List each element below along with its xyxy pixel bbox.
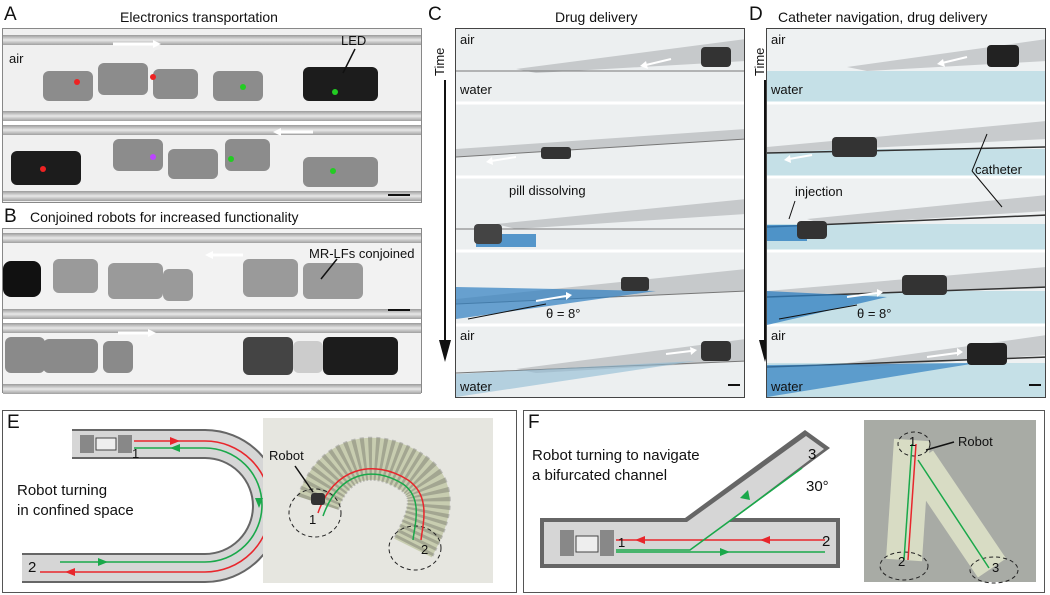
waypoint-1-label: 1 bbox=[132, 446, 140, 461]
bifurcation-photo bbox=[879, 431, 1019, 584]
waypoint-2-label: 2 bbox=[822, 533, 831, 550]
air-label: air bbox=[771, 328, 786, 343]
time-arrow bbox=[439, 80, 451, 362]
panel-f-photo: 1 Robot 2 3 bbox=[864, 420, 1036, 584]
panel-d-frames bbox=[767, 39, 1045, 397]
panel-e-frame bbox=[2, 410, 517, 593]
air-label: air bbox=[460, 32, 475, 47]
air-label: air bbox=[460, 328, 475, 343]
panel-a-photo: air LED bbox=[2, 28, 422, 203]
caption-line-2: a bifurcated channel bbox=[532, 467, 668, 484]
air-label: air bbox=[9, 51, 24, 66]
panel-a-robots bbox=[11, 40, 410, 196]
panel-letter: F bbox=[528, 412, 540, 433]
panel-letter: E bbox=[7, 412, 20, 433]
panel-title: Conjoined robots for increased functiona… bbox=[30, 209, 299, 225]
panel-b-robots bbox=[3, 251, 410, 375]
robot-label: Robot bbox=[269, 448, 304, 463]
water-label: water bbox=[771, 82, 803, 97]
photo-point-2: 2 bbox=[898, 554, 906, 569]
panel-d-photo: air water catheter injection θ = 8° air … bbox=[766, 28, 1046, 398]
panel-letter: C bbox=[428, 4, 442, 25]
panel-letter: A bbox=[4, 4, 17, 25]
conjoined-label: MR-LFs conjoined bbox=[309, 246, 415, 261]
panel-c-photo: air water pill dissolving θ = 8° air wat… bbox=[455, 28, 745, 398]
waypoint-2-label: 2 bbox=[28, 559, 37, 576]
caption-line-1: Robot turning bbox=[17, 482, 108, 499]
angle-label: θ = 8° bbox=[857, 306, 892, 321]
panel-f-frame bbox=[523, 410, 1045, 593]
photo-point-2: 2 bbox=[421, 542, 429, 557]
panel-title: Drug delivery bbox=[555, 9, 638, 25]
time-label: Time bbox=[432, 47, 447, 76]
water-label: water bbox=[460, 82, 492, 97]
panel-c-frames bbox=[456, 39, 744, 397]
pill-dissolving-label: pill dissolving bbox=[509, 183, 586, 198]
angle-label: θ = 8° bbox=[546, 306, 581, 321]
panel-letter: D bbox=[749, 4, 763, 25]
panel-e-photo: Robot 1 2 bbox=[263, 418, 493, 583]
branch-angle-label: 30° bbox=[806, 478, 829, 495]
catheter-label: catheter bbox=[975, 162, 1022, 177]
air-label: air bbox=[771, 32, 786, 47]
injection-label: injection bbox=[795, 184, 843, 199]
time-label: Time bbox=[752, 47, 767, 76]
panel-letter: B bbox=[4, 206, 17, 227]
waypoint-1-label: 1 bbox=[618, 535, 626, 550]
caption-line-2: in confined space bbox=[17, 502, 134, 519]
led-label: LED bbox=[341, 33, 367, 48]
photo-point-3: 3 bbox=[992, 560, 1000, 575]
water-label: water bbox=[771, 379, 803, 394]
bifurcation-diagram bbox=[540, 430, 840, 568]
panel-title: Electronics transportation bbox=[120, 9, 278, 25]
robot-label: Robot bbox=[958, 434, 993, 449]
u-channel-photo bbox=[288, 436, 451, 571]
panel-title: Catheter navigation, drug delivery bbox=[778, 9, 988, 25]
caption-line-1: Robot turning to navigate bbox=[532, 447, 700, 464]
water-label: water bbox=[460, 379, 492, 394]
photo-point-1: 1 bbox=[309, 512, 317, 527]
waypoint-3-label: 3 bbox=[808, 446, 817, 463]
photo-point-1: 1 bbox=[909, 434, 917, 449]
panel-b-photo: MR-LFs conjoined bbox=[2, 228, 422, 394]
